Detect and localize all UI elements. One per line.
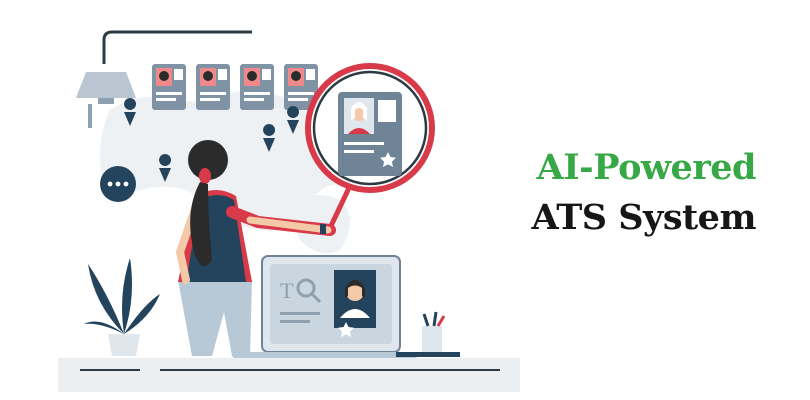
woman-figure (175, 140, 336, 356)
headline-line-2: ATS System (531, 197, 756, 238)
svg-text:T: T (280, 278, 294, 303)
desk (58, 358, 520, 392)
pen-icon (422, 313, 430, 327)
potted-plant (84, 258, 160, 356)
star-icon (380, 152, 396, 167)
candidate-card (152, 64, 186, 110)
star-icon (338, 322, 354, 337)
ats-illustration: T (58, 30, 520, 392)
laptop: T (232, 255, 418, 358)
headline: AI-Powered ATS System (531, 147, 756, 239)
candidate-card (240, 64, 274, 110)
pen-icon (432, 311, 438, 327)
headline-line-1: AI-Powered (536, 147, 757, 188)
hanging-lamp (76, 30, 252, 128)
pen-cup (396, 311, 460, 357)
chat-bubble-icon (100, 166, 136, 202)
laptop-candidate-photo (334, 270, 376, 337)
map-pin-icon (263, 124, 276, 152)
map-pin-icon (124, 98, 137, 126)
pen-icon (436, 315, 446, 327)
candidate-card (284, 64, 318, 110)
candidate-cards-row (152, 64, 318, 110)
magnifier (305, 63, 435, 231)
magnified-candidate-card (338, 92, 402, 176)
map-pin-icon (159, 154, 172, 182)
map-pins (124, 98, 300, 182)
map-pin-icon (287, 106, 300, 134)
candidate-card (196, 64, 230, 110)
